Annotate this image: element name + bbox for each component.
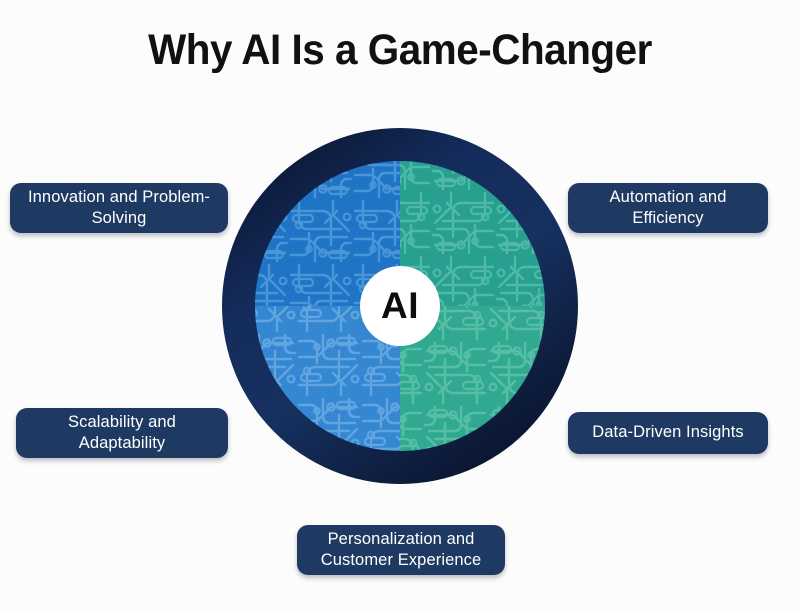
ai-hub-diagram: AI bbox=[219, 125, 581, 487]
ai-hub-graphic bbox=[222, 128, 578, 484]
label-scalability-and-adaptability[interactable]: Scalability and Adaptability bbox=[16, 408, 228, 458]
label-data-driven-insights[interactable]: Data-Driven Insights bbox=[568, 412, 768, 454]
page-title: Why AI Is a Game-Changer bbox=[148, 26, 652, 74]
label-text: Personalization and Customer Experience bbox=[320, 529, 482, 569]
label-automation-and-efficiency[interactable]: Automation and Efficiency bbox=[568, 183, 768, 233]
label-text: Automation and Efficiency bbox=[609, 187, 727, 227]
label-text: Scalability and Adaptability bbox=[68, 412, 176, 452]
hub-core-circle bbox=[360, 266, 440, 346]
label-innovation-and-problem-solving[interactable]: Innovation and Problem-Solving bbox=[10, 183, 228, 233]
label-personalization-and-customer-experience[interactable]: Personalization and Customer Experience bbox=[297, 525, 505, 575]
label-text: Data-Driven Insights bbox=[592, 423, 744, 442]
label-text: Innovation and Problem-Solving bbox=[27, 187, 211, 227]
